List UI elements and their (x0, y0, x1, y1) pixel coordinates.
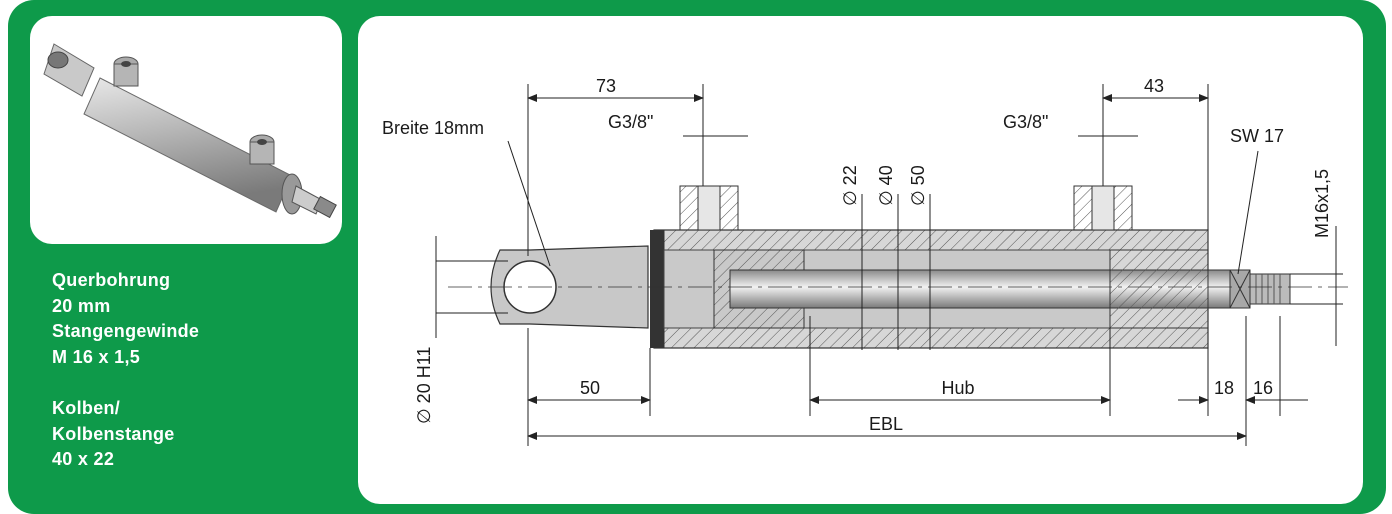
drawing-svg: 73 43 G3/8" G3/8" Breite 18mm SW 17 M16x… (382, 76, 1348, 446)
port-right-label: G3/8" (1003, 112, 1048, 132)
spec-querbohrung-value: 20 mm (52, 295, 111, 316)
dim-16: 16 (1253, 378, 1273, 398)
dim-50: 50 (580, 378, 600, 398)
sw-label: SW 17 (1230, 126, 1284, 146)
dia-40-label: ∅ 40 (876, 165, 896, 206)
thread-label: M16x1,5 (1312, 169, 1332, 238)
ebl-label: EBL (869, 414, 903, 434)
dim-43: 43 (1144, 76, 1164, 96)
spec-kolben-value: 40 x 22 (52, 449, 115, 469)
dia-50-label: ∅ 50 (908, 165, 928, 206)
spec-querbohrung: Querbohrung (52, 270, 171, 290)
spec-text: Querbohrung 20 mm Stangengewinde M 16 x … (52, 268, 342, 473)
dim-73: 73 (596, 76, 616, 96)
port-left-label: G3/8" (608, 112, 653, 132)
spec-stangengewinde: Stangengewinde (52, 321, 200, 341)
cylinder-3d-image (43, 43, 337, 219)
spec-kolbenstange: Kolbenstange (52, 423, 175, 444)
cylinder-body (650, 185, 1291, 349)
hub-label: Hub (941, 378, 974, 398)
spec-stangengewinde-value: M 16 x 1,5 (52, 346, 141, 367)
spec-kolben: Kolben/ (52, 398, 121, 418)
technical-drawing: 73 43 G3/8" G3/8" Breite 18mm SW 17 M16x… (358, 16, 1363, 504)
bore-label: ∅ 20 H11 (414, 347, 434, 424)
dim-18: 18 (1214, 378, 1234, 398)
breite-label: Breite 18mm (382, 118, 484, 138)
cylinder-photo (30, 16, 342, 244)
dia-22-label: ∅ 22 (840, 165, 860, 206)
